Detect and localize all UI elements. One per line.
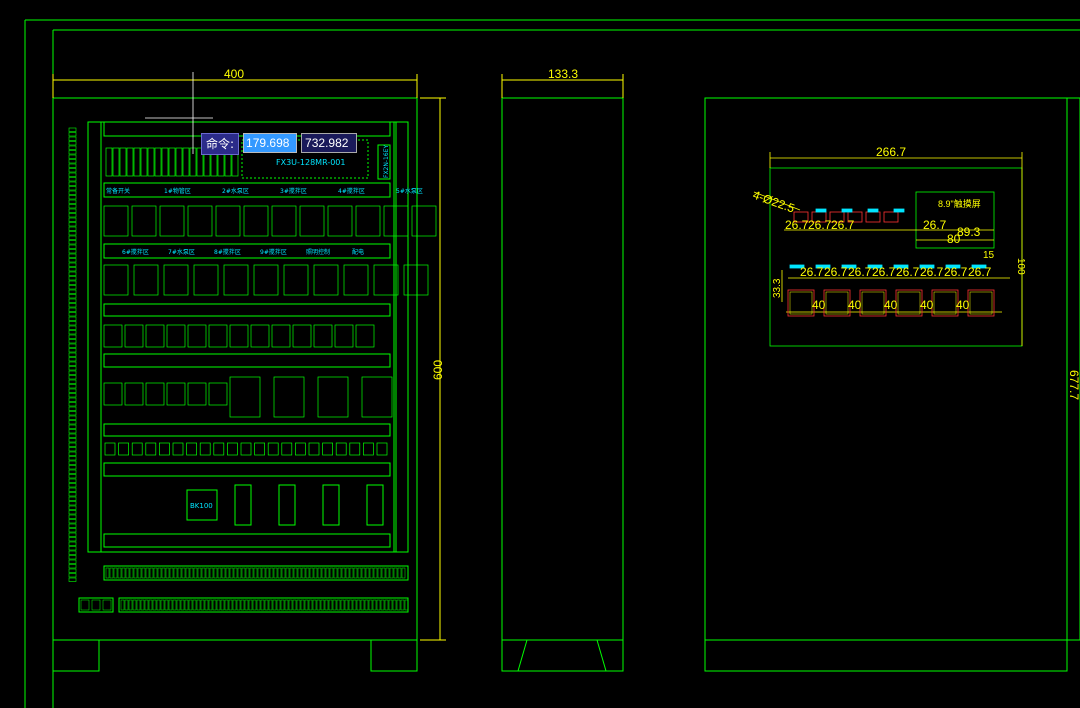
- y-coordinate-input[interactable]: 732.982: [301, 133, 358, 153]
- dim-plan-width: 266.7: [876, 145, 906, 159]
- drawing-frame: [24, 19, 1080, 708]
- zone-label: 7#水泵区: [168, 248, 195, 256]
- zone-labels-row1: 常备开关 1#物管区 2#水泵区 3#搅拌区 4#搅拌区 5#水泵区: [106, 187, 423, 195]
- dim-hole: 4-Ø22.5: [751, 188, 797, 216]
- zone-label: 常备开关: [106, 187, 130, 195]
- dim-label: 26.7: [785, 218, 809, 232]
- zone-label: 3#搅拌区: [280, 187, 307, 195]
- zone-label: 4#搅拌区: [338, 187, 365, 195]
- zone-label: 5#水泵区: [396, 187, 423, 195]
- dim-label: 40: [920, 298, 934, 312]
- dim-side-width: 133.3: [548, 67, 578, 81]
- dim-right-edge: 677.7: [1067, 370, 1080, 400]
- zone-label: 2#水泵区: [222, 187, 249, 195]
- zone-label: 9#搅拌区: [260, 248, 287, 256]
- module-label: FX2N-16EY: [383, 145, 390, 178]
- dim-80: 80: [947, 232, 961, 246]
- dynamic-input-tooltip: 命令: 732.982: [201, 133, 358, 155]
- dim-label: 40: [956, 298, 970, 312]
- dim-33-3: 33.3: [772, 278, 783, 298]
- dim-width-400: 400: [224, 67, 244, 81]
- dim-15: 15: [983, 250, 995, 261]
- dim-label: 26.7: [872, 265, 896, 279]
- dim-label: 26.7: [920, 265, 944, 279]
- zone-label: 1#物管区: [164, 187, 191, 195]
- bk100-label: BK100: [190, 502, 213, 510]
- dim-label: 26.7: [944, 265, 968, 279]
- dim-89-3: 89.3: [957, 225, 981, 239]
- command-label: 命令:: [201, 133, 240, 155]
- dim-label: 26.7: [800, 265, 824, 279]
- dim-label: 40: [848, 298, 862, 312]
- plc-label: FX3U-128MR-001: [276, 158, 345, 167]
- zone-label: 8#搅拌区: [214, 248, 241, 256]
- dim-label: 26.7: [968, 265, 992, 279]
- dim-label: 26.7: [896, 265, 920, 279]
- dim-label: 40: [812, 298, 826, 312]
- zone-label: 配电: [352, 248, 364, 256]
- dim-label: 26.7: [831, 218, 855, 232]
- zone-label: 6#搅拌区: [122, 248, 149, 256]
- zone-labels-row2: 6#搅拌区 7#水泵区 8#搅拌区 9#搅拌区 照明控制 配电: [122, 248, 364, 256]
- dim-plan-height: 100: [1015, 258, 1026, 275]
- x-coordinate-input[interactable]: [243, 133, 298, 153]
- dim-label: 26.7: [808, 218, 832, 232]
- dim-height-600: 600: [431, 360, 445, 380]
- front-dimensions: 400 600: [52, 67, 446, 641]
- front-view: FX3U-128MR-001 FX2N-16EY 常备开关 1#物管区 2#水泵区 3…: [52, 97, 437, 672]
- dim-label: 40: [884, 298, 898, 312]
- dim-label: 26.7: [824, 265, 848, 279]
- dim-26-7-a: 26.7: [923, 218, 947, 232]
- zone-label: 照明控制: [306, 248, 330, 256]
- side-view: 133.3: [501, 67, 624, 672]
- dim-label: 26.7: [848, 265, 872, 279]
- screen-label: 8.9"触摸屏: [938, 198, 981, 209]
- door-view: 266.7 4-Ø22.5 8.9"触摸屏 26.7 89.3 80 15 10…: [704, 97, 1080, 672]
